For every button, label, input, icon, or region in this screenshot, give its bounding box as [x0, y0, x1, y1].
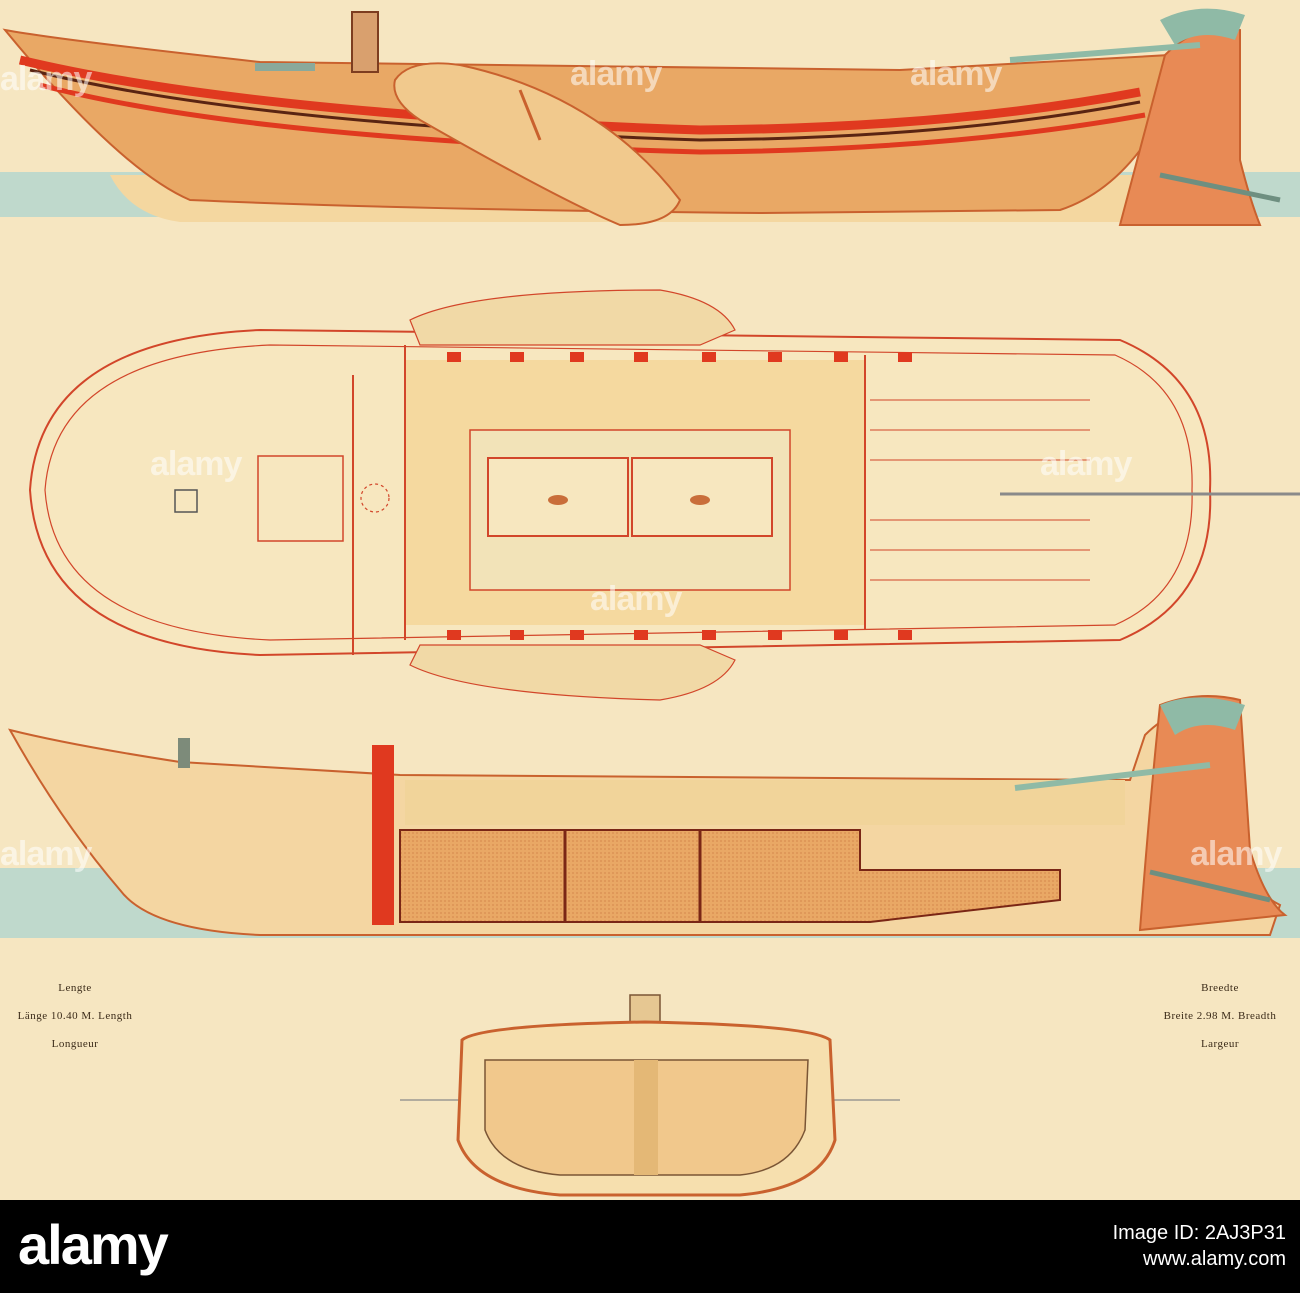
- width-label-de: Breite: [1163, 1010, 1194, 1022]
- tiller: [1009, 42, 1201, 63]
- rudder-section: [1138, 695, 1288, 932]
- leeboard-handle: [518, 89, 542, 141]
- mast-step-section: [372, 745, 394, 925]
- footer-logo[interactable]: alamy: [18, 1213, 169, 1276]
- watermark-4: alamy: [150, 445, 242, 483]
- footer-bar: alamy Image ID: 2AJ3P31 www.alamy.com: [0, 1200, 1300, 1293]
- rudder-pin: [1159, 172, 1281, 203]
- rudder-head: [1160, 8, 1245, 46]
- watermark-5: alamy: [1040, 445, 1132, 483]
- length-label-de: Länge: [17, 1010, 48, 1022]
- hull-stripe-upper: [18, 55, 1141, 135]
- hull-stripe-dark: [29, 68, 1141, 142]
- width-value: 2.98 M.: [1196, 1010, 1235, 1022]
- leeboard-plan-bottom: [409, 644, 736, 701]
- width-dimensions: Breedte Breite 2.98 M. Breadth Largeur: [1140, 974, 1300, 1058]
- length-line: Länge 10.40 M. Length: [0, 1002, 150, 1030]
- image-id: Image ID: 2AJ3P31: [1112, 1222, 1286, 1244]
- hatch-cover: [255, 63, 315, 71]
- mast-stump: [351, 11, 379, 73]
- hatch-handle-right: [690, 495, 710, 505]
- leeboard-plan-top: [409, 289, 736, 346]
- tiller-section: [1014, 762, 1211, 791]
- fore-hatch: [257, 455, 344, 542]
- cross-section: [400, 994, 900, 1197]
- watermark-6: alamy: [590, 580, 682, 618]
- watermark-8: alamy: [1190, 835, 1282, 873]
- width-label-nl: Breedte: [1201, 982, 1239, 994]
- hull-stripe-lower: [39, 82, 1146, 155]
- watermark-2: alamy: [570, 55, 662, 93]
- longitudinal-section: [0, 695, 1300, 938]
- deck-section-band: [405, 780, 1125, 825]
- bollard-section: [178, 738, 190, 768]
- length-label-fr: Longueur: [51, 1038, 99, 1050]
- hold-bulkheads: [563, 830, 702, 922]
- length-label-nl: Lengte: [58, 982, 92, 994]
- length-value: 10.40 M.: [50, 1010, 95, 1022]
- site-link[interactable]: www.alamy.com: [1143, 1248, 1286, 1270]
- boat-drawings: [0, 8, 1300, 1197]
- watermark-7: alamy: [0, 835, 92, 873]
- side-elevation: [0, 8, 1300, 227]
- leeboard: [393, 62, 682, 227]
- rudder-head-section: [1160, 697, 1245, 735]
- deck-plan: [28, 289, 1300, 701]
- hatch-handle-left: [548, 495, 568, 505]
- deck-fitting: [174, 489, 198, 513]
- deck-beams: [447, 352, 912, 640]
- mast-position: [360, 483, 390, 513]
- keel-post-cross: [634, 1060, 658, 1175]
- width-line: Breite 2.98 M. Breadth: [1140, 1002, 1300, 1030]
- footer-info: Image ID: 2AJ3P31 www.alamy.com: [1113, 1220, 1286, 1272]
- width-label-en: Breadth: [1238, 1010, 1277, 1022]
- watermark-1: alamy: [0, 60, 92, 98]
- width-label-fr: Largeur: [1200, 1038, 1240, 1050]
- watermark-3: alamy: [910, 55, 1002, 93]
- length-dimensions: Lengte Länge 10.40 M. Length Longueur: [0, 974, 150, 1058]
- plate: Lengte Länge 10.40 M. Length Longueur Br…: [0, 8, 1300, 1197]
- length-label-en: Length: [98, 1010, 133, 1022]
- aft-floor-planks: [870, 399, 1090, 581]
- rudder-pin-section: [1149, 869, 1271, 903]
- hull-inner-outline: [44, 344, 1193, 641]
